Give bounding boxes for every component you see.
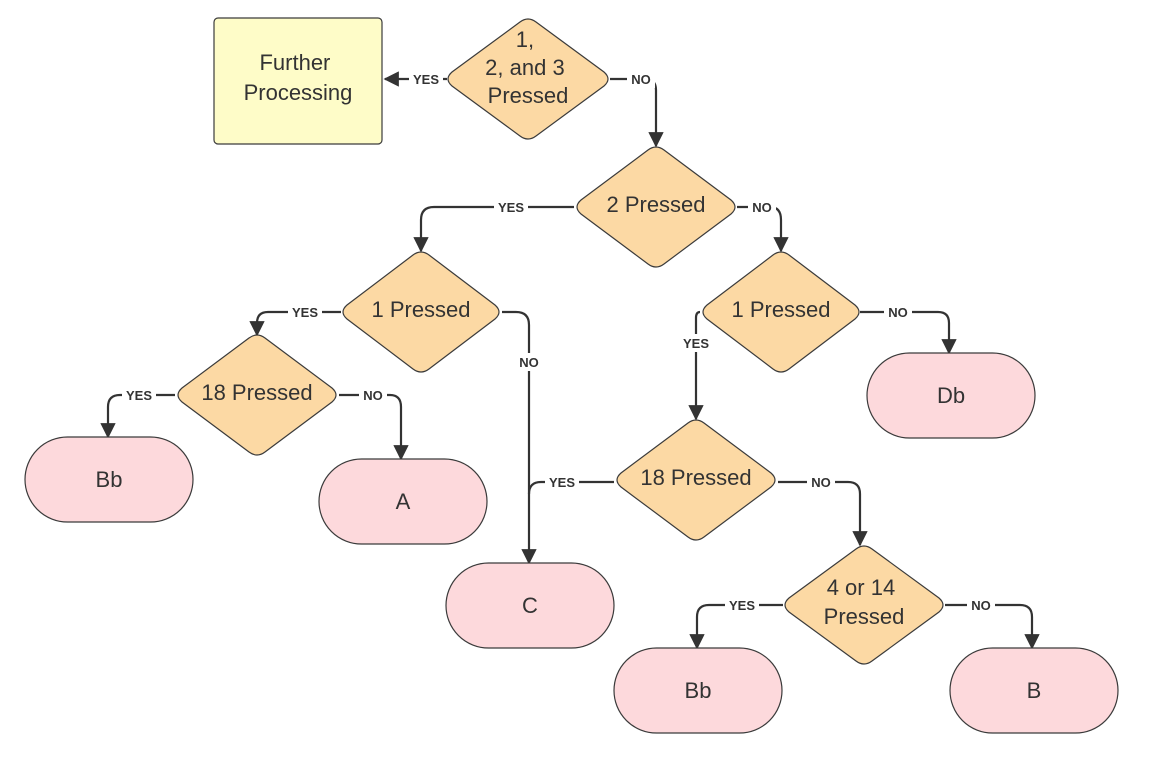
svg-text:NO: NO (971, 598, 991, 613)
svg-text:Bb: Bb (685, 678, 712, 703)
svg-text:B: B (1027, 678, 1042, 703)
svg-text:1, 2, and 3 Presse: 1, 2, and 3 Pressed (485, 27, 571, 108)
edge-18l-no (339, 393, 409, 461)
edge-label-123-no: NO (627, 70, 655, 88)
svg-text:Db: Db (937, 383, 965, 408)
terminal-db: Db (866, 352, 1036, 439)
edge-label-123-yes: YES (409, 70, 443, 88)
svg-text:Further Processing: Further Processing (244, 50, 353, 105)
edge-label-18l-yes: YES (122, 386, 156, 404)
decision-18-pressed-right: 18 Pressed (616, 419, 776, 541)
svg-text:2 Pressed: 2 Pressed (606, 192, 705, 217)
terminal-c: C (445, 562, 615, 649)
terminal-bb-bottom: Bb (613, 647, 783, 734)
edges (100, 71, 1040, 650)
edge-label-2-yes: YES (494, 198, 528, 216)
svg-text:NO: NO (519, 355, 539, 370)
edge-label-1r-no: NO (884, 303, 912, 321)
process-further-processing: Further Processing (213, 17, 383, 145)
svg-text:NO: NO (888, 305, 908, 320)
svg-text:NO: NO (752, 200, 772, 215)
edge-414-no (945, 603, 1040, 650)
edge-label-1l-yes: YES (288, 303, 322, 321)
terminal-bb-left: Bb (24, 436, 194, 523)
svg-text:YES: YES (729, 598, 755, 613)
svg-text:Bb: Bb (96, 467, 123, 492)
terminal-a: A (318, 458, 488, 545)
svg-text:1 Pressed: 1 Pressed (371, 297, 470, 322)
svg-text:YES: YES (413, 72, 439, 87)
svg-text:NO: NO (631, 72, 651, 87)
edge-label-1r-yes: YES (679, 334, 713, 352)
edge-123-no (610, 77, 664, 148)
terminal-b: B (949, 647, 1119, 734)
edge-label-414-yes: YES (725, 596, 759, 614)
decision-1-pressed-left: 1 Pressed (342, 251, 500, 373)
edge-label-2-no: NO (748, 198, 776, 216)
decision-1-pressed-right: 1 Pressed (702, 251, 860, 373)
edge-1l-no (502, 310, 537, 565)
svg-text:NO: NO (363, 388, 383, 403)
edge-1r-yes (688, 310, 704, 421)
edge-labels: YES NO YES NO YES NO YES NO (122, 70, 995, 614)
decision-123-pressed: 1, 2, and 3 Pressed (447, 18, 609, 140)
edge-1r-no (860, 310, 957, 355)
edge-18r-yes (527, 480, 614, 495)
edge-label-18l-no: NO (359, 386, 387, 404)
decision-4-or-14-pressed: 4 or 14 Pressed (784, 545, 944, 665)
svg-text:YES: YES (549, 475, 575, 490)
edge-18r-no (778, 480, 868, 547)
svg-text:A: A (396, 489, 411, 514)
edge-2-yes (413, 205, 574, 253)
decision-18-pressed-left: 18 Pressed (177, 334, 337, 456)
svg-text:YES: YES (126, 388, 152, 403)
edge-label-18r-no: NO (807, 473, 835, 491)
edge-label-1l-no: NO (515, 353, 543, 371)
edge-label-414-no: NO (967, 596, 995, 614)
svg-text:C: C (522, 593, 538, 618)
edge-label-18r-yes: YES (545, 473, 579, 491)
svg-text:1 Pressed: 1 Pressed (731, 297, 830, 322)
svg-text:YES: YES (292, 305, 318, 320)
svg-text:4 or 14 Pressed: 4 or 14 Pressed (824, 575, 905, 629)
svg-text:18 Pressed: 18 Pressed (201, 380, 312, 405)
edge-1l-yes (249, 310, 341, 337)
edge-18l-yes (100, 393, 175, 439)
svg-text:YES: YES (498, 200, 524, 215)
svg-text:18 Pressed: 18 Pressed (640, 465, 751, 490)
edge-414-yes (689, 603, 783, 650)
svg-text:YES: YES (683, 336, 709, 351)
decision-2-pressed: 2 Pressed (576, 146, 736, 268)
svg-text:NO: NO (811, 475, 831, 490)
